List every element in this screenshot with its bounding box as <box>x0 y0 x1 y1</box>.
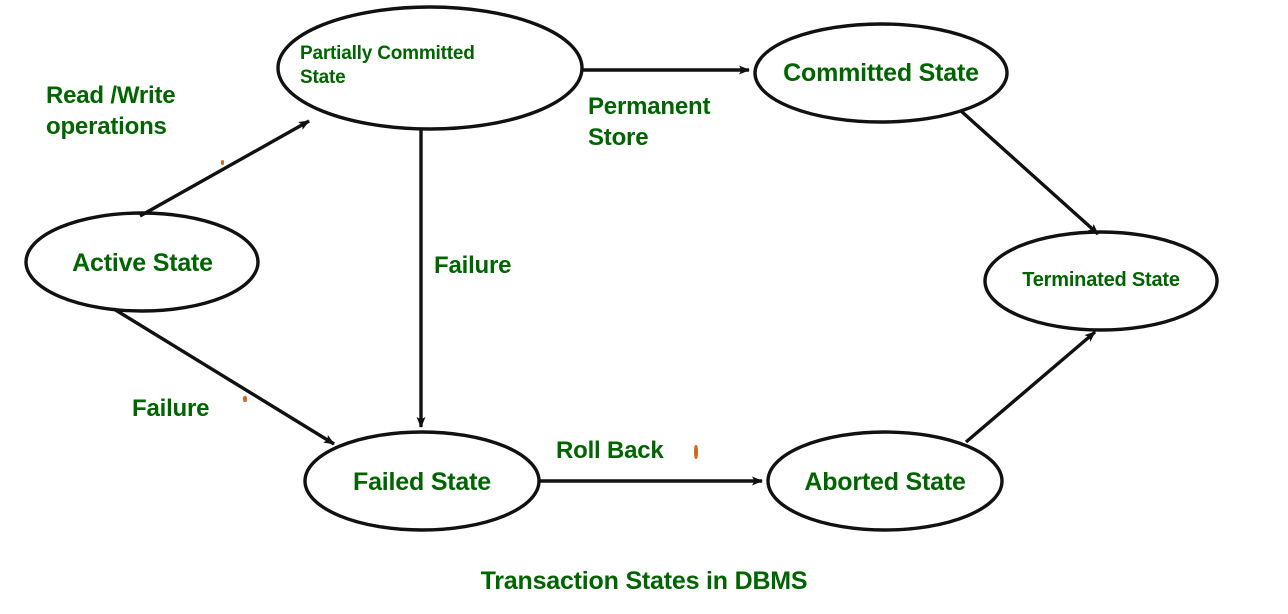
diagram-caption: Transaction States in DBMS <box>480 567 808 595</box>
node-shape-failed <box>303 430 541 532</box>
edge-committed-terminated <box>959 109 1100 236</box>
node-shape-partial <box>276 5 584 131</box>
edge-active-failed <box>113 307 335 446</box>
edge-label-failure-partial: Failure <box>434 252 512 279</box>
node-shape-committed <box>753 22 1009 124</box>
scan-speck <box>221 160 224 165</box>
scan-speck <box>694 445 698 459</box>
edge-label-roll-back: Roll Back <box>556 437 664 464</box>
scan-speck <box>243 396 247 402</box>
edge-active-partial <box>139 119 310 218</box>
node-shape-aborted <box>766 430 1004 532</box>
edge-label-failure-active: Failure <box>132 395 210 422</box>
edge-label-read-write-operations: Read /Write operations <box>46 82 176 140</box>
node-shape-active <box>24 211 260 313</box>
node-shape-terminated <box>983 230 1219 332</box>
edge-aborted-terminated <box>964 330 1097 444</box>
edge-label-permanent-store: Permanent Store <box>588 93 711 151</box>
